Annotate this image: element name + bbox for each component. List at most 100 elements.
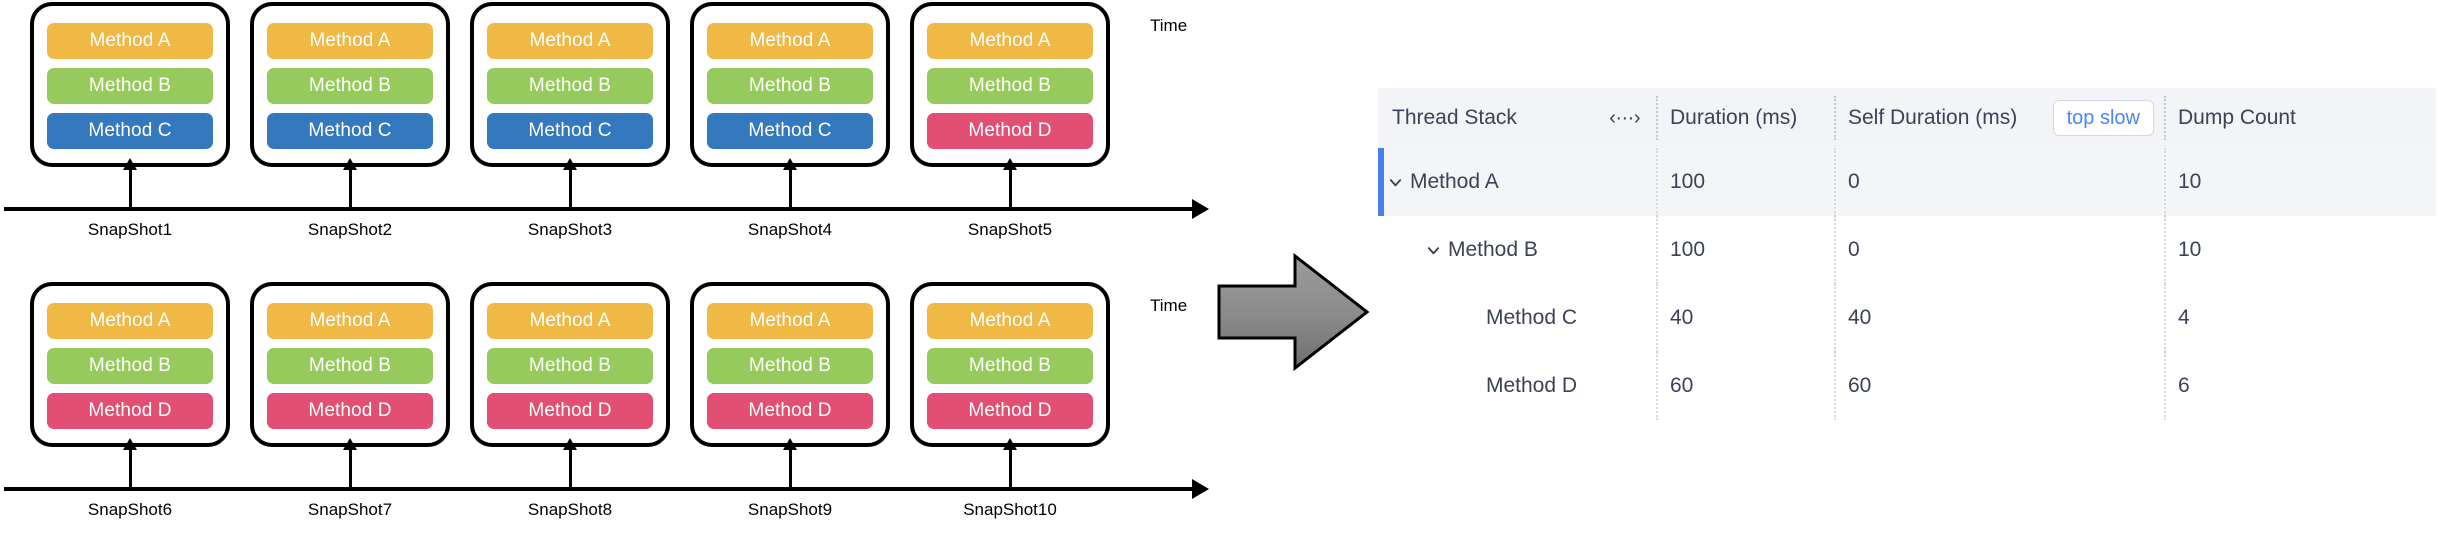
stack-frame-method-b: Method B bbox=[707, 348, 873, 384]
snapshot-tick bbox=[1003, 158, 1017, 209]
snapshot-tick bbox=[123, 438, 137, 489]
snapshot-axis-label: SnapShot9 bbox=[747, 500, 833, 519]
cell-self-duration: 60 bbox=[1834, 352, 2164, 420]
tick-marks-2 bbox=[30, 438, 1190, 489]
chevron-down-icon[interactable] bbox=[1426, 243, 1441, 258]
time-axis-label-2: Time bbox=[1150, 296, 1188, 315]
stack-frame-method-b: Method B bbox=[47, 348, 213, 384]
time-axis-1 bbox=[4, 199, 1209, 219]
method-name: Method A bbox=[1410, 170, 1499, 193]
stack-frame-method-c: Method C bbox=[267, 113, 433, 149]
snapshot-box: Method A Method B Method D bbox=[910, 2, 1110, 167]
column-header-duration-label: Duration (ms) bbox=[1670, 106, 1798, 129]
stack-frame-method-b: Method B bbox=[267, 348, 433, 384]
snapshot-strip-2: Method A Method B Method D Method A Method B… bbox=[30, 282, 1110, 447]
stack-frame-method-c: Method C bbox=[47, 113, 213, 149]
snapshot-tick bbox=[343, 158, 357, 209]
stack-frame-method-a: Method A bbox=[267, 23, 433, 59]
table-header-row: Thread Stack ‹···› Duration (ms) Self Du… bbox=[1378, 88, 2436, 148]
snapshot-tick bbox=[563, 438, 577, 489]
cell-dump-count: 10 bbox=[2164, 216, 2436, 284]
column-header-thread-stack-label: Thread Stack bbox=[1392, 106, 1517, 129]
timeline-row-2: Method A Method B Method D Method A Method B… bbox=[0, 282, 1220, 540]
column-header-self-duration[interactable]: Self Duration (ms) top slow bbox=[1834, 88, 2164, 148]
time-axis-2 bbox=[4, 479, 1209, 499]
snapshot-box: Method A Method B Method C bbox=[30, 2, 230, 167]
cell-self-duration: 0 bbox=[1834, 216, 2164, 284]
cell-duration: 40 bbox=[1656, 284, 1834, 352]
snapshot-box: Method A Method B Method D bbox=[30, 282, 230, 447]
stack-frame-method-a: Method A bbox=[487, 303, 653, 339]
snapshot-tick bbox=[343, 438, 357, 489]
snapshot-tick bbox=[1003, 438, 1017, 489]
stack-name: Method C bbox=[1464, 306, 1577, 330]
snapshot-axis-label: SnapShot8 bbox=[527, 500, 613, 519]
cell-dump-count: 6 bbox=[2164, 352, 2436, 420]
cell-dump-count: 10 bbox=[2164, 148, 2436, 216]
snapshot-axis-label: SnapShot7 bbox=[307, 500, 393, 519]
stack-name: Method A bbox=[1388, 170, 1499, 194]
method-name: Method C bbox=[1486, 306, 1578, 329]
stack-frame-method-d: Method D bbox=[47, 393, 213, 429]
stack-frame-method-d: Method D bbox=[927, 113, 1093, 149]
method-name: Method B bbox=[1448, 238, 1538, 261]
stack-name: Method D bbox=[1464, 374, 1577, 398]
stack-frame-method-b: Method B bbox=[47, 68, 213, 104]
column-header-dump-count[interactable]: Dump Count bbox=[2164, 88, 2436, 148]
snapshot-axis-label: SnapShot6 bbox=[87, 500, 173, 519]
stack-frame-method-a: Method A bbox=[267, 303, 433, 339]
stack-frame-method-b: Method B bbox=[267, 68, 433, 104]
column-header-duration[interactable]: Duration (ms) bbox=[1656, 88, 1834, 148]
snapshot-box: Method A Method B Method D bbox=[250, 282, 450, 447]
stack-frame-method-a: Method A bbox=[47, 303, 213, 339]
top-slow-button[interactable]: top slow bbox=[2052, 100, 2154, 136]
stack-frame-method-c: Method C bbox=[707, 113, 873, 149]
tick-marks-1 bbox=[30, 158, 1190, 209]
snapshot-tick bbox=[783, 438, 797, 489]
stack-frame-method-d: Method D bbox=[487, 393, 653, 429]
stack-frame-method-d: Method D bbox=[927, 393, 1093, 429]
column-header-self-duration-label: Self Duration (ms) bbox=[1848, 106, 2018, 129]
stack-frame-method-b: Method B bbox=[927, 68, 1093, 104]
cell-thread-stack[interactable]: Method A bbox=[1378, 148, 1656, 216]
cell-duration: 60 bbox=[1656, 352, 1834, 420]
cell-thread-stack[interactable]: Method D bbox=[1378, 352, 1656, 420]
stack-frame-method-b: Method B bbox=[707, 68, 873, 104]
snapshot-tick bbox=[123, 158, 137, 209]
stack-frame-method-a: Method A bbox=[927, 23, 1093, 59]
cell-thread-stack[interactable]: Method B bbox=[1378, 216, 1656, 284]
right-block-arrow-icon bbox=[1215, 252, 1395, 372]
snapshot-axis-label: SnapShot5 bbox=[967, 220, 1053, 239]
thread-stack-table: Thread Stack ‹···› Duration (ms) Self Du… bbox=[1378, 88, 2436, 420]
chevron-down-icon[interactable] bbox=[1388, 175, 1403, 190]
stack-frame-method-d: Method D bbox=[267, 393, 433, 429]
stack-frame-method-a: Method A bbox=[47, 23, 213, 59]
time-axis-label-1: Time bbox=[1150, 16, 1188, 35]
expand-collapse-icon[interactable]: ‹···› bbox=[1609, 106, 1640, 129]
stack-frame-method-b: Method B bbox=[487, 68, 653, 104]
cell-self-duration: 40 bbox=[1834, 284, 2164, 352]
snapshot-axis-label: SnapShot1 bbox=[87, 220, 173, 239]
stack-frame-method-c: Method C bbox=[487, 113, 653, 149]
stack-frame-method-d: Method D bbox=[707, 393, 873, 429]
cell-thread-stack[interactable]: Method C bbox=[1378, 284, 1656, 352]
snapshot-strip-1: Method A Method B Method C Method A Method B… bbox=[30, 2, 1110, 167]
column-header-thread-stack[interactable]: Thread Stack ‹···› bbox=[1378, 88, 1656, 148]
snapshot-box: Method A Method B Method C bbox=[250, 2, 450, 167]
cell-self-duration: 0 bbox=[1834, 148, 2164, 216]
cell-duration: 100 bbox=[1656, 148, 1834, 216]
method-name: Method D bbox=[1486, 374, 1578, 397]
